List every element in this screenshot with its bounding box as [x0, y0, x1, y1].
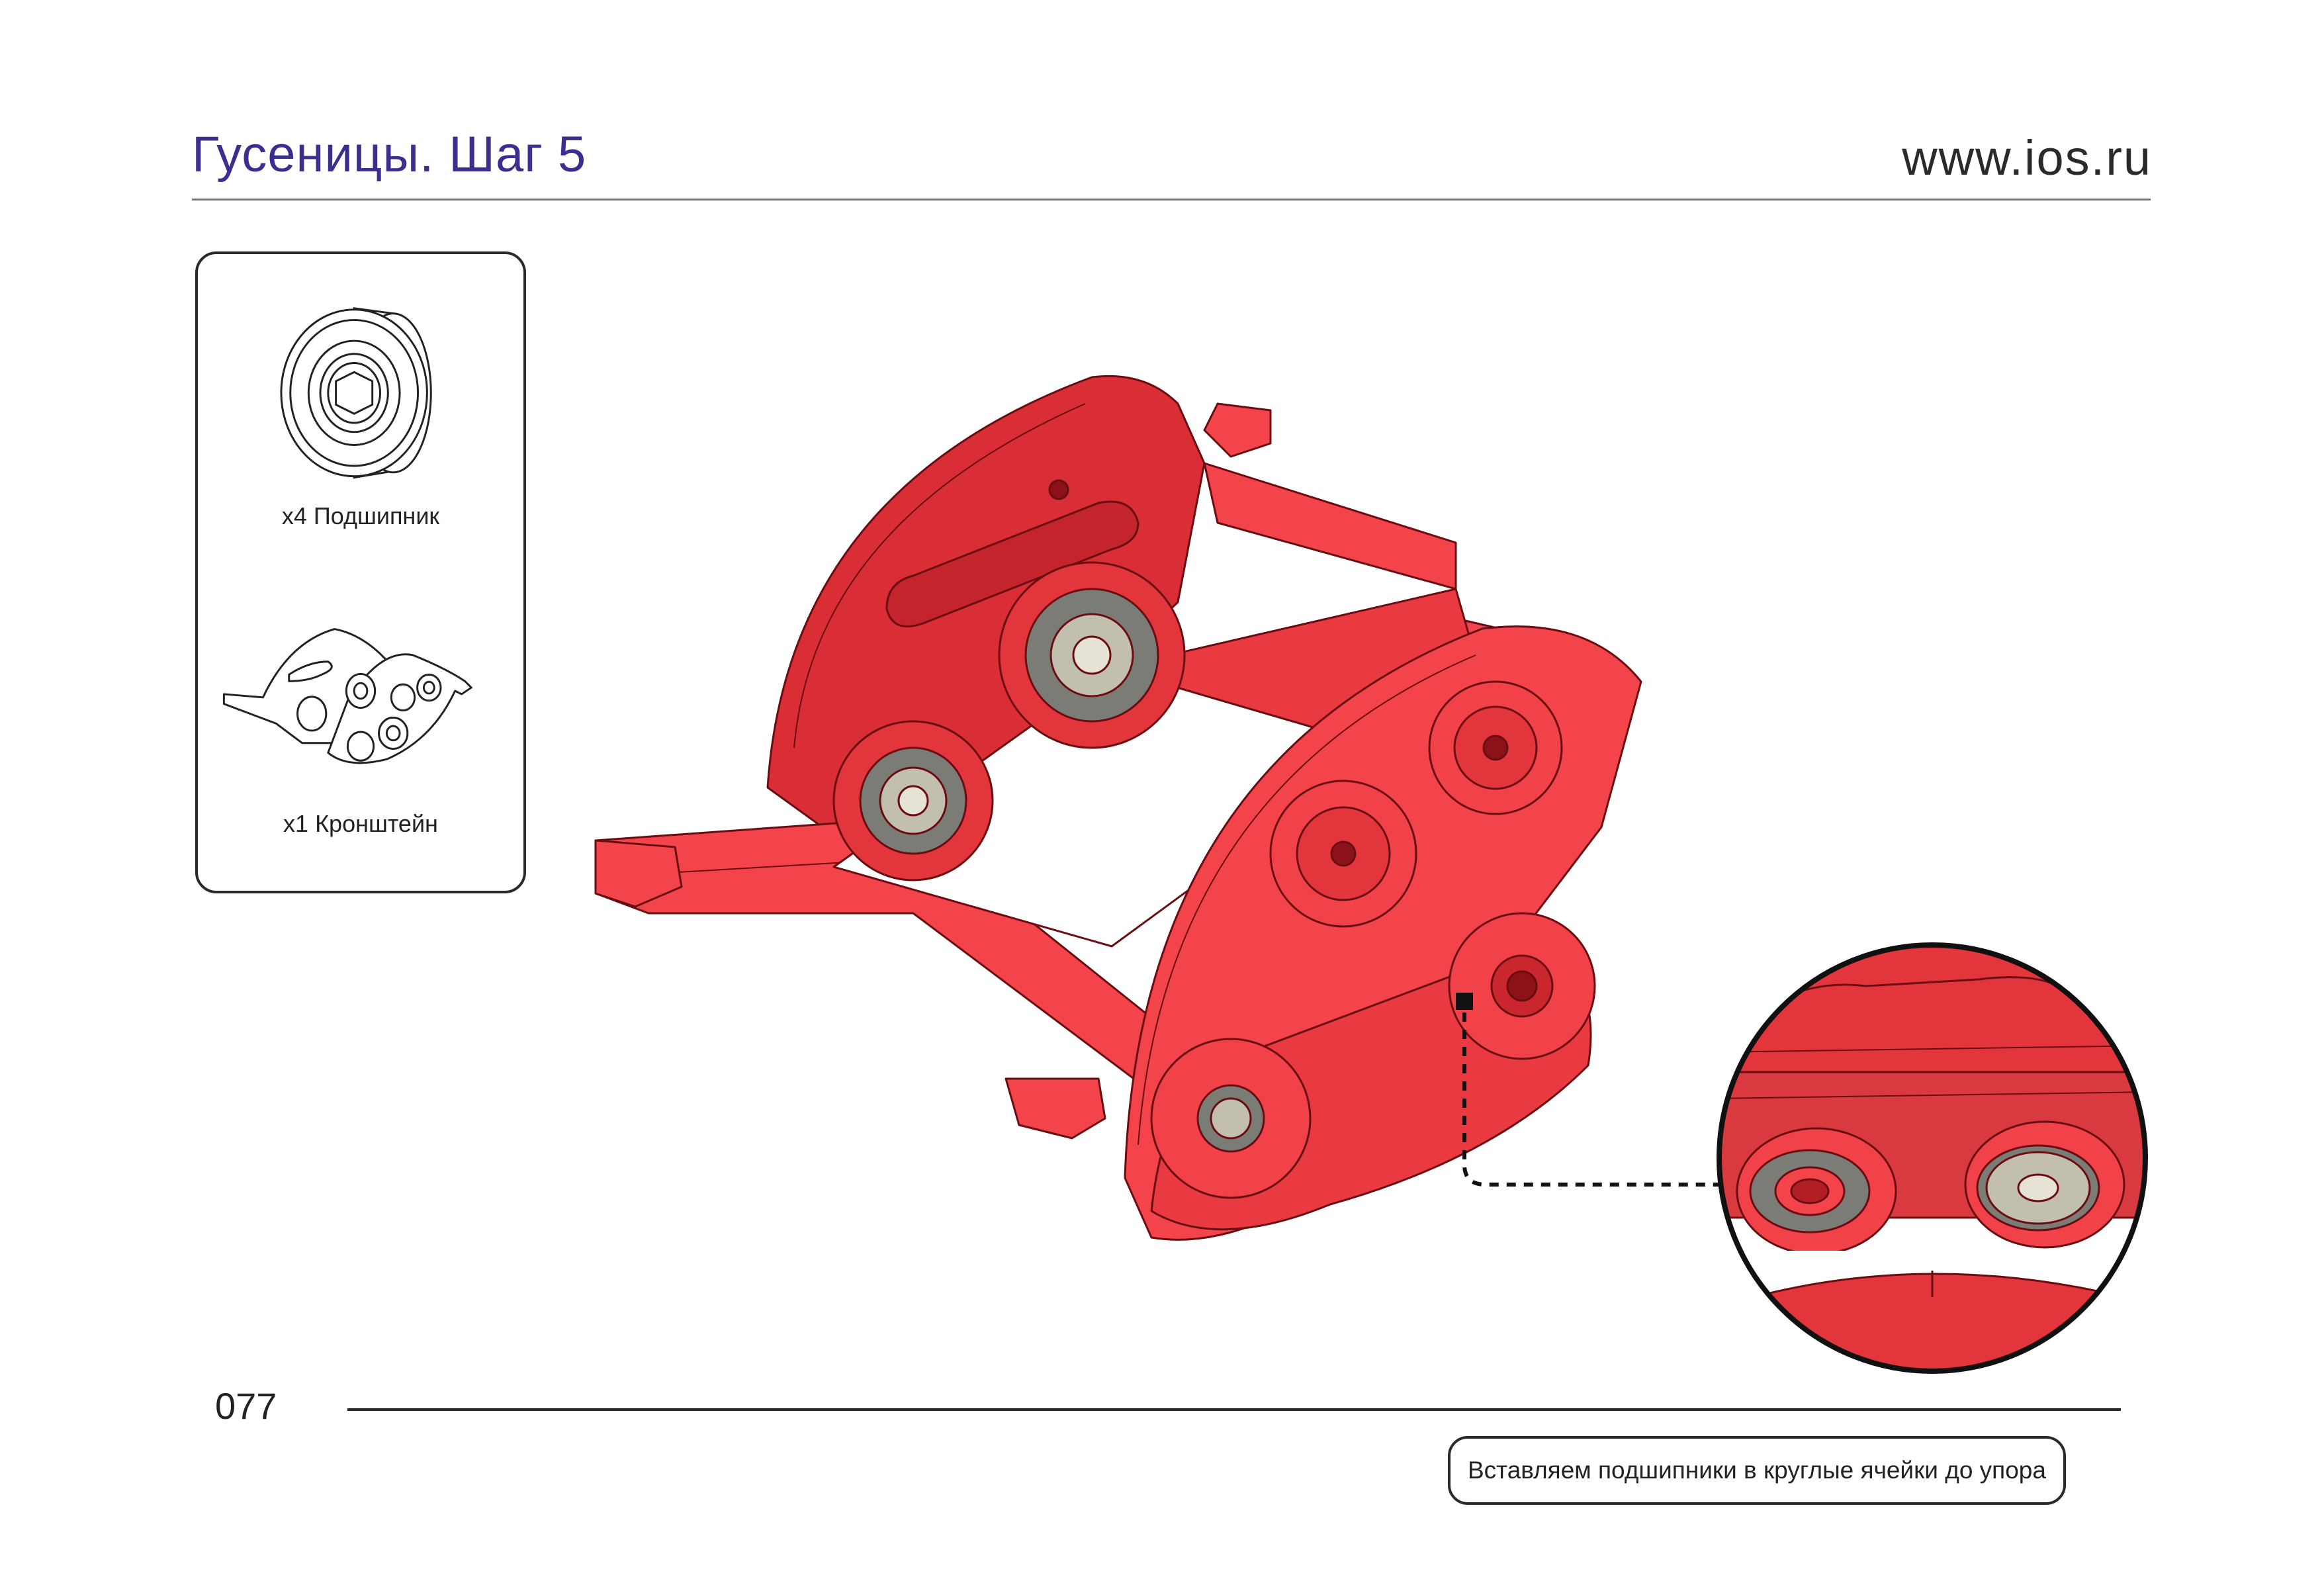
- bracket-icon: [222, 628, 472, 764]
- footer-divider: [347, 1408, 2121, 1411]
- part-label-bearing: x4 Подшипник: [281, 502, 440, 529]
- parts-list-panel: x4 Подшипник x1 Кронштейн: [195, 251, 526, 893]
- detail-zoom-view: [1717, 942, 2148, 1374]
- callout-arrow: [1456, 993, 1747, 1196]
- part-label-bracket: x1 Кронштейн: [283, 810, 438, 837]
- bracket-assembly-illustration: [594, 375, 1642, 1241]
- instruction-text: Вставляем подшипники в круглые ячейки до…: [1448, 1436, 2066, 1505]
- header-divider: [192, 199, 2151, 201]
- site-url: www.ios.ru: [1902, 130, 2152, 185]
- page-number: 077: [215, 1385, 277, 1427]
- bearing-icon: [280, 307, 432, 479]
- page-title: Гусеницы. Шаг 5: [192, 126, 587, 183]
